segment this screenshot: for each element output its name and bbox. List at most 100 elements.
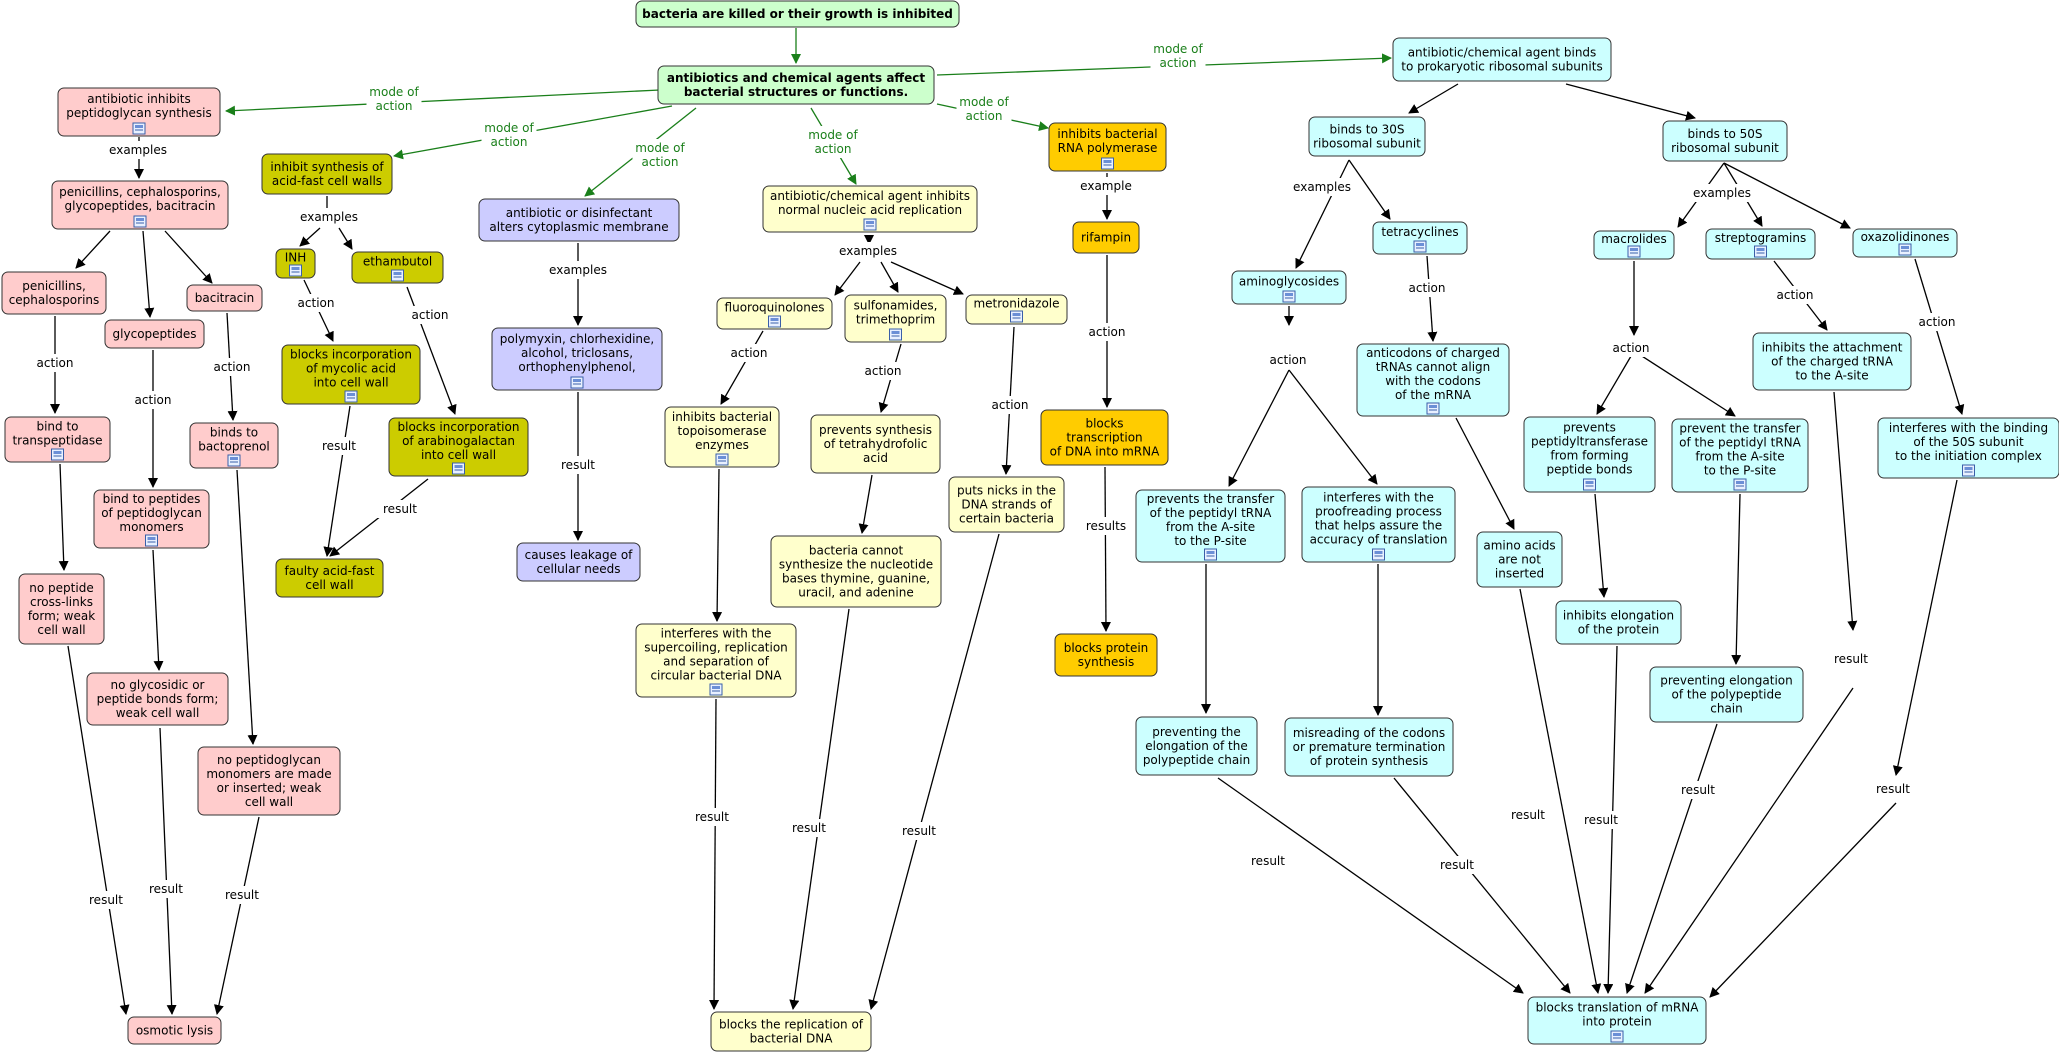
resource-icon[interactable] [132,122,146,135]
concept-node-rifampin[interactable]: rifampin [1072,221,1140,254]
resource-icon[interactable] [1754,245,1767,258]
concept-node-line: peptidoglycan synthesis [66,106,212,120]
concept-node-lysis[interactable]: osmotic lysis [127,1016,222,1045]
concept-node-inh[interactable]: INH [275,248,316,279]
resource-icon-bar [866,221,874,224]
concept-node-macro[interactable]: macrolides [1593,230,1675,260]
concept-node-pencep[interactable]: penicillins,cephalosporins [1,271,107,315]
concept-node-penlist[interactable]: penicillins, cephalosporins,glycopeptide… [51,180,229,230]
resource-icon[interactable] [1583,478,1596,491]
resource-icon[interactable] [570,376,584,389]
resource-icon[interactable] [1426,402,1440,415]
concept-node-line: inserted [1495,567,1544,581]
concept-node-glyco[interactable]: glycopeptides [104,319,205,349]
link-label-line: result [383,502,417,516]
resource-icon[interactable] [768,315,781,328]
resource-icon[interactable] [227,454,241,467]
resource-icon[interactable] [715,453,729,466]
concept-node-box [710,1011,872,1052]
resource-icon[interactable] [145,534,158,547]
resource-icon[interactable] [51,448,64,461]
resource-icon[interactable] [709,683,723,696]
resource-icon[interactable] [1898,243,1912,256]
concept-node-baci[interactable]: bacitracin [186,284,263,312]
link-label: action [37,356,74,370]
resource-icon[interactable] [1962,464,1975,477]
resource-icon[interactable] [1010,310,1023,323]
concept-node-oxaz[interactable]: oxazolidinones [1852,228,1958,258]
resource-icon[interactable] [289,264,302,277]
link-label: result [1834,652,1868,666]
concept-node-polymyxin[interactable]: polymyxin, chlorhexidine,alcohol, triclo… [491,327,663,391]
resource-icon[interactable] [1610,1030,1624,1043]
concept-node-tetra[interactable]: tetracyclines [1372,221,1468,255]
concept-node-line: peptidyltransferase [1531,435,1648,449]
concept-node-line: of the 50S subunit [1913,435,2024,449]
concept-node-root[interactable]: bacteria are killed or their growth is i… [635,0,960,28]
resource-icon[interactable] [1733,478,1747,491]
resource-icon-frame [1282,290,1296,303]
resource-icon[interactable] [889,328,902,341]
resource-icon[interactable] [133,215,147,228]
resource-icon[interactable] [1413,240,1427,253]
concept-node-metro[interactable]: metronidazole [965,294,1068,325]
link-label-line: examples [109,143,167,157]
resource-icon[interactable] [1101,157,1114,170]
resource-icon[interactable] [1282,290,1296,303]
link-label-line: examples [549,263,607,277]
concept-node-etham[interactable]: ethambutol [351,251,444,284]
resource-icon[interactable] [344,390,358,403]
resource-icon[interactable] [391,269,404,282]
resource-icon[interactable] [452,462,465,475]
concept-node-strepto[interactable]: streptogramins [1705,228,1816,260]
resource-icon[interactable] [1204,548,1217,561]
concept-node-fluoro[interactable]: fluoroquinolones [716,297,833,330]
resource-icon[interactable] [1372,548,1385,561]
resource-icon[interactable] [863,218,877,231]
concept-node-amino[interactable]: aminoglycosides [1231,270,1347,305]
resource-icon[interactable] [1627,245,1641,258]
concept-node-line: inhibits elongation [1563,609,1674,623]
concept-node-sulfon[interactable]: sulfonamides,trimethoprim [844,294,947,343]
